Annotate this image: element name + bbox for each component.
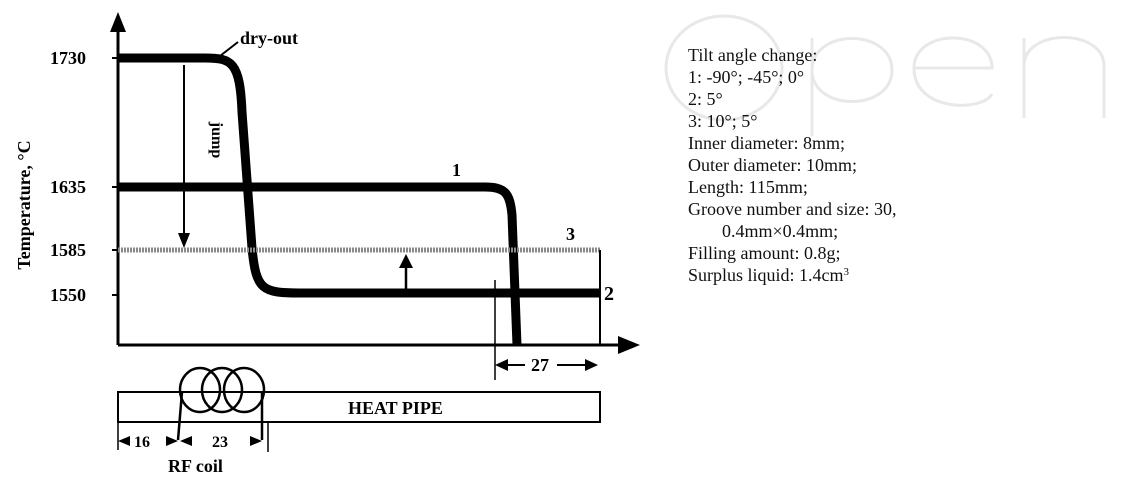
- note-line: Groove number and size: 30,: [688, 199, 897, 219]
- cubic-superscript: 3: [843, 266, 850, 278]
- dim-27-label: 27: [531, 355, 549, 375]
- dim-23-arrow-left: [180, 436, 192, 446]
- open-watermark: [664, 14, 1106, 136]
- dim-16-label: 16: [134, 434, 150, 451]
- y-axis-arrowhead: [110, 12, 126, 32]
- y-tick-label-1550: 1550: [50, 285, 86, 305]
- rise-arrow-head: [399, 254, 413, 268]
- curve-label-2: 2: [604, 283, 614, 305]
- note-line: 1: -90°; -45°; 0°: [688, 67, 805, 87]
- note-line: Length: 115mm;: [688, 177, 808, 197]
- note-line-surplus-text: Surplus liquid: 1.4cm: [688, 265, 844, 285]
- dim-16-arrow-right: [166, 436, 178, 446]
- curve-label-3: 3: [566, 224, 575, 244]
- dim-27-arrow-left: [495, 359, 508, 371]
- rf-coil-icon: [176, 366, 266, 441]
- dryout-pointer: [219, 41, 239, 57]
- y-tick-label-1635: 1635: [50, 177, 86, 197]
- note-line: 3: 10°; 5°: [688, 111, 758, 131]
- x-axis-arrowhead: [618, 336, 640, 354]
- note-line-surplus: Surplus liquid: 1.4cm3: [688, 264, 1118, 286]
- note-line: 0.4mm×0.4mm;: [722, 221, 839, 241]
- experiment-notes: Tilt angle change: 1: -90°; -45°; 0° 2: …: [688, 44, 1118, 286]
- jump-arrow-head: [178, 233, 190, 248]
- temperature-diagram: 1730 1635 1585 1550 Temperature, °C jump…: [14, 12, 640, 476]
- dim-27-arrow-right: [585, 359, 598, 371]
- note-line: Tilt angle change:: [688, 45, 818, 65]
- y-tick-label-1730: 1730: [50, 48, 86, 68]
- note-line: 2: 5°: [688, 89, 723, 109]
- y-tick-label-1585: 1585: [50, 240, 86, 260]
- dim-23-label: 23: [212, 434, 228, 451]
- dim-16-arrow-left: [118, 436, 130, 446]
- heat-pipe-label: HEAT PIPE: [348, 398, 443, 418]
- rf-coil-label: RF coil: [168, 456, 223, 476]
- note-line: Outer diameter: 10mm;: [688, 155, 857, 175]
- y-axis-label: Temperature, °C: [14, 140, 34, 269]
- note-line: Filling amount: 0.8g;: [688, 243, 841, 263]
- note-line: Inner diameter: 8mm;: [688, 133, 845, 153]
- heat-pipe: [117, 391, 601, 423]
- curve-dryout: [118, 53, 600, 298]
- curve-1: [118, 182, 522, 346]
- curve-label-1: 1: [452, 160, 461, 180]
- dryout-label: dry-out: [240, 28, 298, 48]
- dim-23-arrow-right: [250, 436, 262, 446]
- jump-label: jump: [208, 121, 225, 159]
